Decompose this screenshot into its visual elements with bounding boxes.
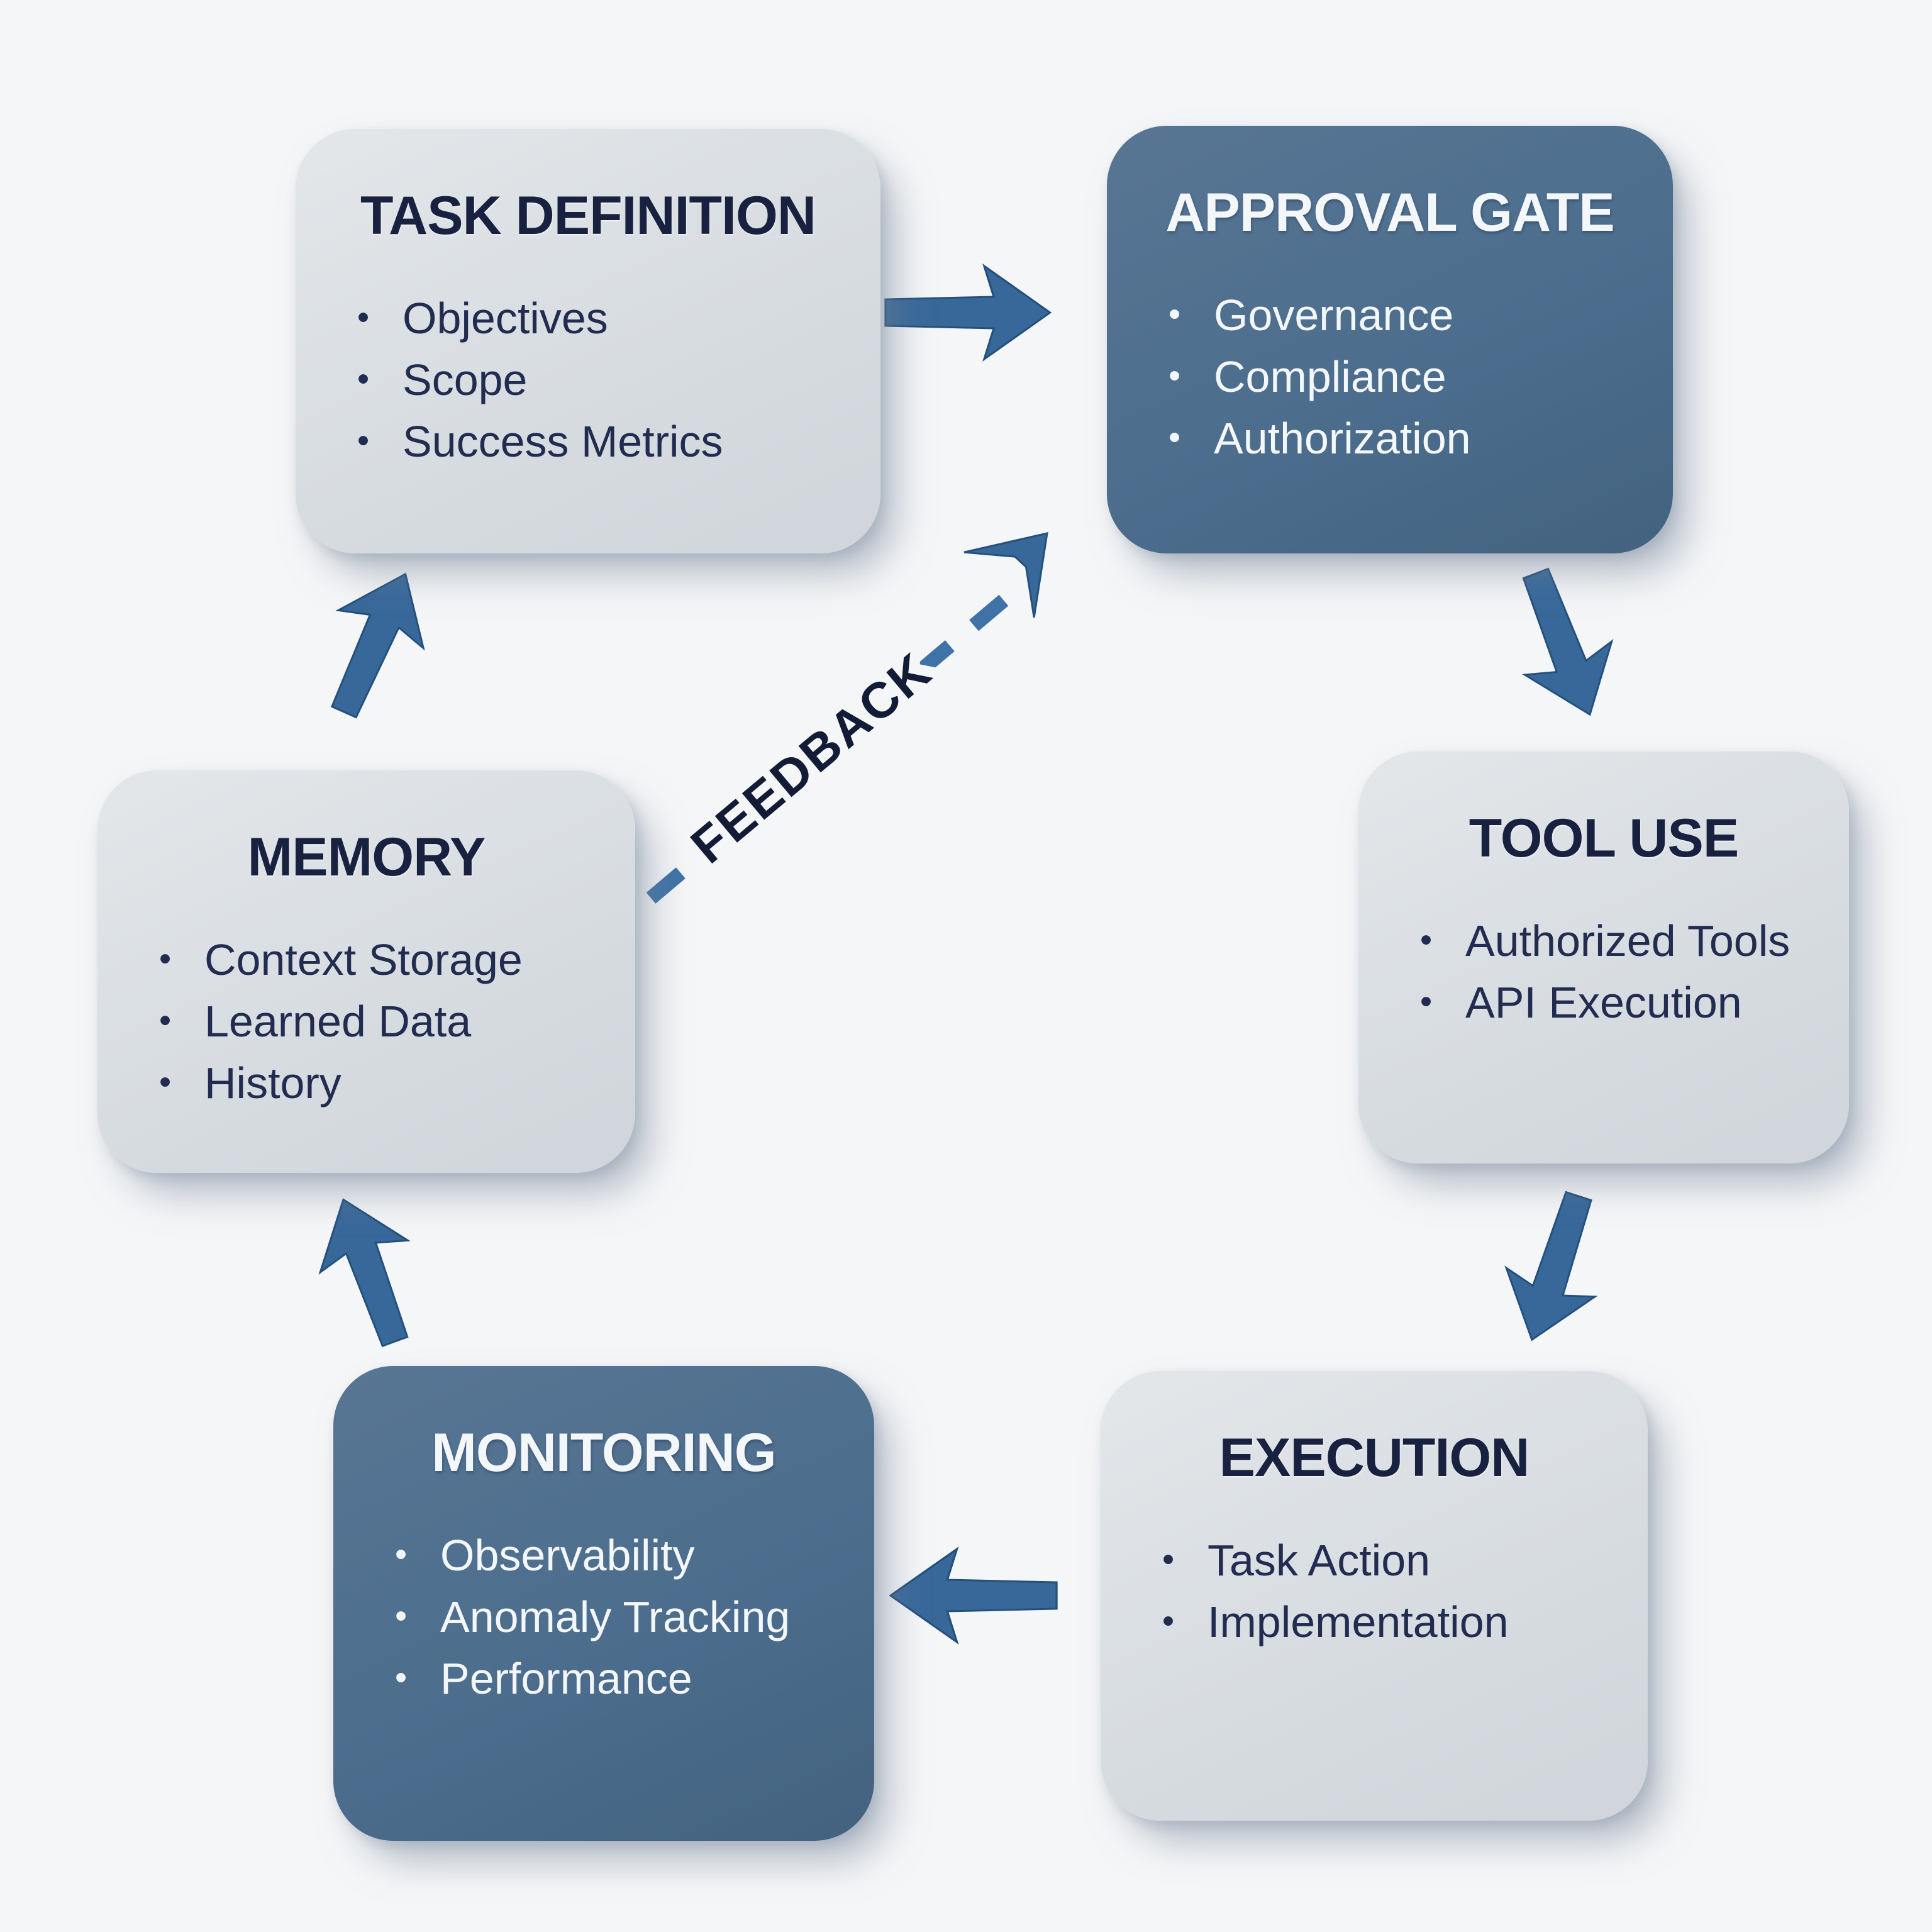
node-monitoring-items: Observability Anomaly Tracking Performan… (377, 1533, 830, 1701)
list-item: Authorization (1151, 416, 1629, 460)
list-item: Implementation (1145, 1600, 1604, 1644)
list-item: API Execution (1402, 980, 1805, 1024)
feedback-dashed-line (646, 586, 1019, 904)
node-monitoring: MONITORING Observability Anomaly Trackin… (333, 1366, 874, 1841)
list-item: Anomaly Tracking (377, 1595, 830, 1639)
list-item: Scope (340, 358, 836, 402)
feedback-arrowhead (963, 499, 1084, 619)
node-task-definition-items: Objectives Scope Success Metrics (340, 296, 836, 464)
node-task-definition-title: TASK DEFINITION (360, 186, 816, 246)
node-task-definition: TASK DEFINITION Objectives Scope Success… (296, 129, 880, 553)
list-item: Task Action (1145, 1538, 1604, 1582)
node-memory: MEMORY Context Storage Learned Data Hist… (97, 770, 635, 1173)
node-execution: EXECUTION Task Action Implementation (1101, 1371, 1648, 1821)
list-item: History (142, 1061, 591, 1105)
arrow-memory-to-task-definition (300, 554, 449, 732)
list-item: Governance (1151, 293, 1629, 337)
node-approval-gate-title: APPROVAL GATE (1165, 182, 1614, 243)
list-item: Compliance (1151, 355, 1629, 399)
node-memory-title: MEMORY (247, 827, 486, 887)
arrow-execution-to-monitoring (889, 1548, 1058, 1643)
list-item: Learned Data (142, 999, 591, 1043)
arrow-monitoring-to-memory (298, 1182, 440, 1358)
list-item: Observability (377, 1533, 830, 1577)
arrow-approval-gate-to-tool-use (1491, 555, 1635, 733)
node-approval-gate-items: Governance Compliance Authorization (1151, 293, 1629, 460)
node-execution-items: Task Action Implementation (1145, 1538, 1604, 1644)
arrow-task-definition-to-approval-gate (884, 265, 1052, 360)
list-item: Performance (377, 1657, 830, 1701)
feedback-label: FEEDBACK (680, 641, 942, 874)
node-execution-title: EXECUTION (1219, 1428, 1530, 1488)
node-tool-use-title: TOOL USE (1468, 808, 1739, 869)
list-item: Context Storage (142, 938, 591, 982)
node-tool-use-items: Authorized Tools API Execution (1402, 919, 1805, 1024)
list-item: Objectives (340, 296, 836, 340)
node-monitoring-title: MONITORING (431, 1423, 776, 1483)
list-item: Success Metrics (340, 419, 836, 464)
node-memory-items: Context Storage Learned Data History (142, 938, 591, 1105)
node-tool-use: TOOL USE Authorized Tools API Execution (1358, 752, 1849, 1163)
list-item: Authorized Tools (1402, 919, 1805, 963)
arrow-tool-use-to-execution (1486, 1180, 1624, 1355)
node-approval-gate: APPROVAL GATE Governance Compliance Auth… (1107, 126, 1673, 553)
